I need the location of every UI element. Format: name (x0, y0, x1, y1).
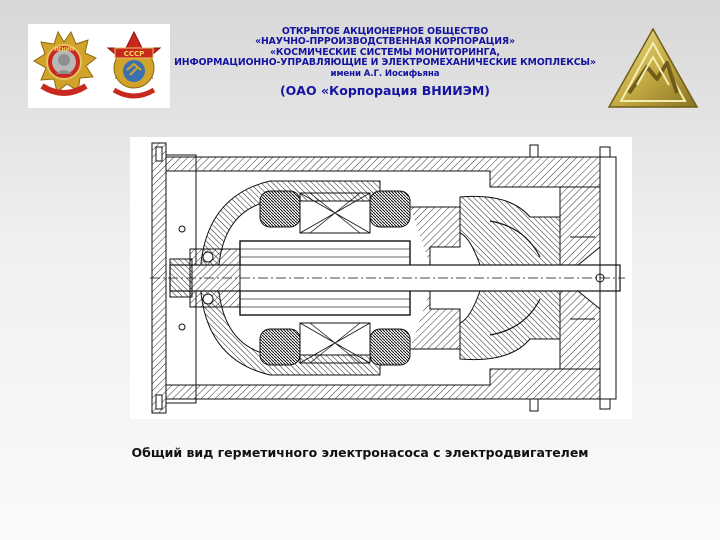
header-line-2: «НАУЧНО-ПРРОИЗВОДСТВЕННАЯ КОРПОРАЦИЯ» (255, 36, 515, 48)
header-line-1: ОТКРЫТОЕ АКЦИОНЕРНОЕ ОБЩЕСТВО (281, 26, 489, 37)
medal-ussr-text: СССР (124, 50, 145, 58)
organization-abbreviation: (ОАО «Корпорация ВНИИЭМ) (279, 83, 491, 99)
triangle-emblem-logo-icon (607, 27, 699, 108)
organization-header: ОТКРЫТОЕ АКЦИОНЕРНОЕ ОБЩЕСТВО «НАУЧНО-ПР… (170, 26, 600, 99)
order-of-red-banner-icon: СССР (106, 30, 162, 99)
medal-lenin-text: ЛЕНИН (54, 47, 74, 53)
header-line-5: имени А.Г. Иосифьяна (330, 68, 440, 79)
order-medals-image: ЛЕНИН СССР (28, 24, 170, 108)
order-of-lenin-icon: ЛЕНИН (33, 30, 97, 96)
header-line-3: «КОСМИЧЕСКИЕ СИСТЕМЫ МОНИТОРИНГА, (270, 46, 500, 58)
header-line-4: ИНФОРМАЦИОННО-УПРАВЛЯЮЩИЕ И ЭЛЕКТРОМЕХАН… (174, 57, 596, 69)
drawing-caption: Общий вид герметичного электронасоса с э… (131, 445, 589, 460)
electropump-cross-section-drawing (130, 137, 632, 419)
